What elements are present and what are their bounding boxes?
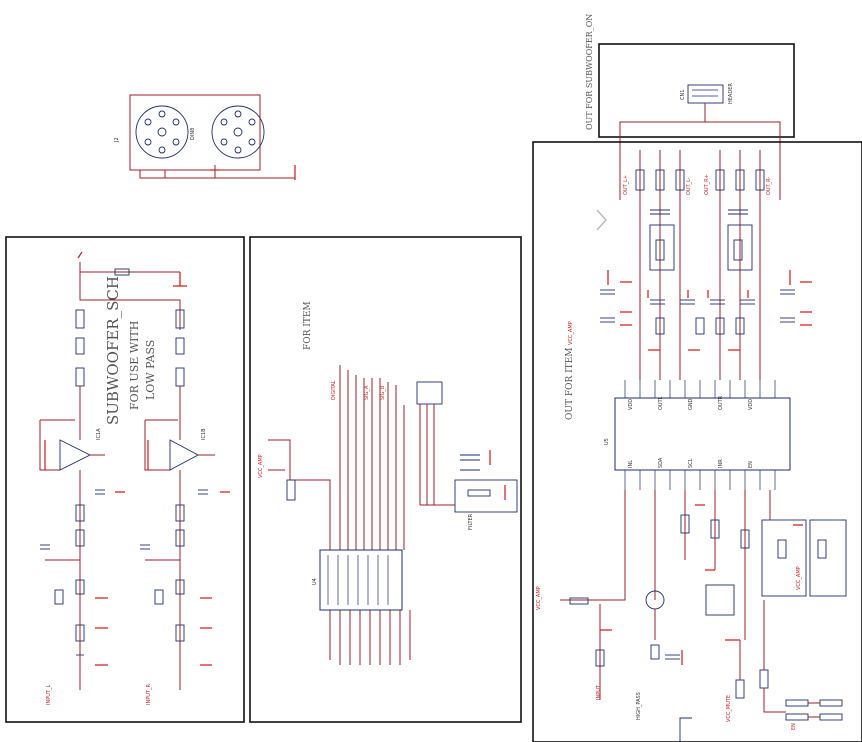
svg-text:OUT_R-: OUT_R- xyxy=(766,177,772,195)
right-panel-title: OUT FOR ITEM xyxy=(565,348,575,420)
svg-text:INPUT_R: INPUT_R xyxy=(146,684,152,705)
svg-text:DIGITAL: DIGITAL xyxy=(331,380,337,400)
svg-text:GND: GND xyxy=(688,398,694,410)
svg-text:IC1A: IC1A xyxy=(96,428,102,440)
svg-text:VDD: VDD xyxy=(628,399,634,410)
svg-text:VCC_AMP: VCC_AMP xyxy=(796,566,802,590)
svg-text:OUTL: OUTL xyxy=(658,396,664,410)
top-right-panel-title: OUT FOR SUBWOOFER_ON xyxy=(585,14,594,130)
top-right-panel: OUT FOR SUBWOOFER_ON CN1 HEADER xyxy=(585,14,795,200)
svg-text:FILTER: FILTER xyxy=(468,513,474,530)
svg-text:CN1: CN1 xyxy=(680,90,686,100)
subwoofer-panel-title: SUBWOOFER_SCH xyxy=(104,276,122,425)
middle-panel: FOR ITEM DIGITAL SIG_A SIG_B xyxy=(249,236,522,723)
svg-text:OUTR: OUTR xyxy=(718,395,724,410)
svg-text:EN: EN xyxy=(791,723,797,730)
svg-text:SCL: SCL xyxy=(688,458,694,468)
svg-text:DIN8: DIN8 xyxy=(190,128,196,140)
svg-text:U4: U4 xyxy=(312,578,318,585)
svg-text:VCC_MUTE: VCC_MUTE xyxy=(726,695,732,722)
middle-panel-title: FOR ITEM xyxy=(303,301,313,350)
svg-text:IC1B: IC1B xyxy=(201,428,207,440)
svg-text:INR: INR xyxy=(718,459,724,468)
svg-text:VCC_AMP: VCC_AMP xyxy=(258,454,264,478)
svg-text:VCC_AMP: VCC_AMP xyxy=(568,321,574,345)
din-connectors: J2 DIN8 xyxy=(114,94,296,180)
svg-text:HIGH_PASS: HIGH_PASS xyxy=(636,692,642,720)
svg-text:INPUT: INPUT xyxy=(596,684,602,700)
svg-text:HEADER: HEADER xyxy=(728,83,734,104)
subwoofer-panel-subtitle-2: LOW PASS xyxy=(144,340,157,400)
svg-text:EN: EN xyxy=(748,461,754,468)
chevron-right-icon xyxy=(596,209,607,231)
svg-text:VCC_AMP: VCC_AMP xyxy=(536,586,542,610)
svg-text:SDA: SDA xyxy=(658,457,664,468)
svg-text:SIG_B: SIG_B xyxy=(380,385,386,400)
svg-text:INPUT_L: INPUT_L xyxy=(46,685,52,705)
svg-text:INL: INL xyxy=(628,460,634,468)
svg-text:U5: U5 xyxy=(604,438,610,445)
svg-text:OUT_L-: OUT_L- xyxy=(686,177,692,195)
svg-text:VDD: VDD xyxy=(748,399,754,410)
svg-text:OUT_L+: OUT_L+ xyxy=(623,175,629,195)
subwoofer-panel-subtitle-1: FOR USE WITH xyxy=(128,321,141,410)
svg-text:OUT_R+: OUT_R+ xyxy=(704,174,710,195)
subwoofer-panel: SUBWOOFER_SCH FOR USE WITH LOW PASS IC1A… xyxy=(5,236,245,723)
svg-text:J2: J2 xyxy=(114,137,120,143)
right-panel: OUT FOR ITEM OUT_L+ OUT_L- OU xyxy=(532,141,862,742)
svg-text:SIG_A: SIG_A xyxy=(364,385,370,400)
